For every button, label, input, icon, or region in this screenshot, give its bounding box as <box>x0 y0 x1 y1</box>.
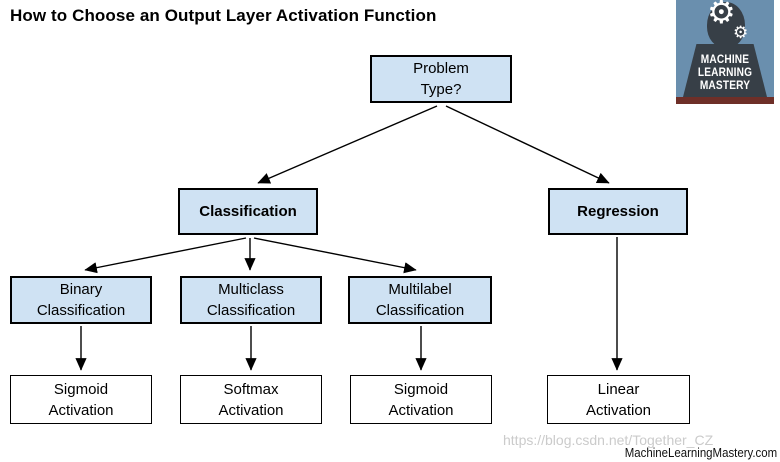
watermark-url: https://blog.csdn.net/Together_CZ <box>503 432 714 448</box>
node-sigmoid-activation-multilabel: Sigmoid Activation <box>350 375 492 424</box>
machine-learning-mastery-logo: ⚙ ⚙ MACHINE LEARNING MASTERY <box>676 0 774 104</box>
node-label: Linear <box>597 380 640 398</box>
logo-bottom-bar <box>676 97 774 104</box>
node-binary-classification: Binary Classification <box>10 276 152 324</box>
logo-line: LEARNING <box>697 67 753 80</box>
node-label: Classification <box>199 203 297 220</box>
node-label: Type? <box>420 81 462 98</box>
node-multiclass-classification: Multiclass Classification <box>180 276 322 324</box>
node-label: Activation <box>48 401 114 419</box>
node-sigmoid-activation-binary: Sigmoid Activation <box>10 375 152 424</box>
node-label: Activation <box>585 401 652 419</box>
gear-icon: ⚙ <box>707 0 736 30</box>
logo-line: MACHINE <box>700 54 750 67</box>
node-label: Binary <box>59 281 103 298</box>
node-label: Sigmoid <box>393 380 449 398</box>
node-regression: Regression <box>548 188 688 235</box>
logo-wordmark: MACHINE LEARNING MASTERY <box>682 54 768 93</box>
node-label: Softmax <box>223 380 279 398</box>
node-softmax-activation: Softmax Activation <box>180 375 322 424</box>
node-label: Multilabel <box>388 281 452 298</box>
silhouette-head <box>707 2 745 48</box>
node-label: Classification <box>206 302 296 319</box>
node-label: Multiclass <box>218 281 284 298</box>
node-label: Regression <box>577 203 659 220</box>
node-label: Classification <box>36 302 126 319</box>
node-classification: Classification <box>178 188 318 235</box>
node-label: Activation <box>218 401 284 419</box>
node-label: Classification <box>375 302 465 319</box>
node-label: Activation <box>388 401 454 419</box>
node-problem-type: Problem Type? <box>370 55 512 103</box>
brand-url: MachineLearningMastery.com <box>624 445 777 460</box>
gear-icon: ⚙ <box>733 23 749 42</box>
node-linear-activation: Linear Activation <box>547 375 690 424</box>
node-label: Problem <box>413 60 469 77</box>
page-title: How to Choose an Output Layer Activation… <box>10 6 437 25</box>
logo-line: MASTERY <box>699 80 751 93</box>
silhouette-shoulders <box>683 44 767 97</box>
node-multilabel-classification: Multilabel Classification <box>348 276 492 324</box>
node-label: Sigmoid <box>53 380 109 398</box>
